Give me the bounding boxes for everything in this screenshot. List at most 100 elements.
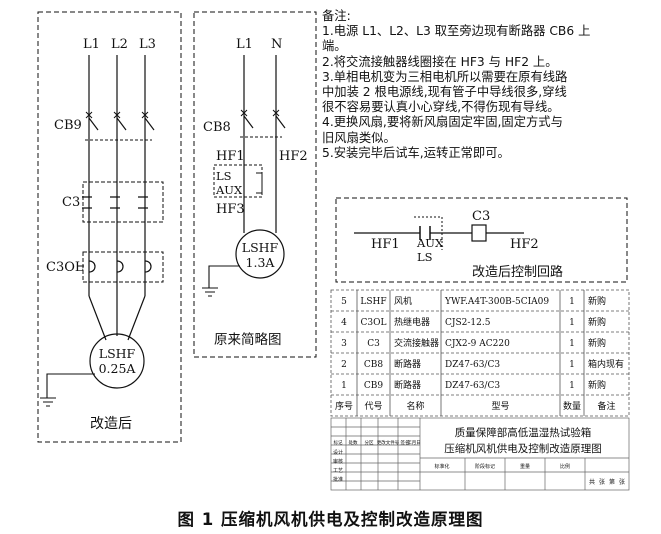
parts-table-cell: 交流接触器	[394, 337, 439, 349]
label-cb8: CB8	[203, 120, 231, 135]
coil-c3	[471, 224, 487, 242]
parts-table-header: 数量	[563, 400, 581, 412]
title-block-cell: 第	[609, 478, 615, 486]
note-line: 5.安装完毕后试车,运转正常即可。	[322, 145, 510, 160]
control-diagram-border	[335, 197, 628, 283]
parts-table-cell: 断路器	[394, 379, 421, 391]
parts-table-cell: YWF.A4T-300B-5CIA09	[444, 297, 549, 307]
note-line: 4.更换风扇,要将新风扇固定牢固,固定方式与	[322, 115, 563, 130]
parts-table-cell: 新购	[588, 337, 606, 349]
parts-table-cell: 3	[341, 339, 347, 349]
parts-table-cell: CJX2-9 AC220	[445, 339, 510, 349]
control-diagram-text: HF1 AUX LS C3 HF2 改造后控制回路	[371, 209, 563, 280]
label-cb9: CB9	[54, 118, 82, 133]
figure-caption: 图 1 压缩机风机供电及控制改造原理图	[177, 510, 484, 529]
title-block-cell: 阶段标记	[475, 463, 495, 470]
note-line: 很不容易要认真小心穿线,不得伤现有导线。	[322, 100, 560, 115]
title-block-header: 标记	[334, 439, 343, 446]
parts-table-cell: 1	[569, 297, 575, 307]
middle-panel-text: L1 N CB8 HF1 HF2 LS AUX HF3 LSHF 1.3A 原来…	[203, 37, 308, 348]
contactor-c3-box	[82, 181, 164, 223]
label-n: N	[271, 37, 282, 52]
parts-table-header: 序号	[335, 400, 353, 412]
label-hf1: HF1	[216, 149, 245, 164]
title-block-header: 处数	[349, 439, 358, 446]
label-l3: L3	[139, 37, 156, 52]
motor-symbol-middle	[235, 229, 285, 279]
ground-icon-middle	[202, 265, 240, 297]
overload-relay-box	[82, 251, 164, 283]
motor-rating-left: 0.25A	[99, 361, 137, 376]
parts-table-cell: C3	[367, 339, 380, 349]
parts-table-cell: 风机	[394, 295, 412, 307]
parts-table-cell: 1	[341, 381, 347, 391]
label-ls: LS	[216, 169, 232, 183]
ctrl-hf1: HF1	[371, 237, 400, 252]
motor-name-left: LSHF	[99, 346, 136, 361]
label-l1-mid: L1	[236, 37, 253, 52]
note-line: 2.将交流接触器线圈接在 HF3 与 HF2 上。	[322, 54, 558, 69]
title-block-row-label: 审核	[333, 458, 343, 465]
ctrl-ls: LS	[417, 250, 433, 264]
ctrl-aux: AUX	[416, 236, 444, 250]
middle-panel-footer: 原来简略图	[214, 331, 282, 348]
parts-table-cell: 4	[341, 318, 347, 328]
parts-table-cell: 1	[569, 318, 575, 328]
notes-title: 备注:	[322, 9, 351, 23]
motor-symbol-left	[89, 333, 145, 389]
parts-table: 5 LSHF 风机 YWF.A4T-300B-5CIA09 1 新购 4 C3OL 热继电器 CJ…	[330, 289, 630, 417]
title-block-cell: 比例	[560, 463, 570, 470]
parts-table-cell: 新购	[588, 316, 606, 328]
label-hf2: HF2	[279, 149, 308, 164]
title-block-cell: 标准化	[434, 463, 449, 470]
parts-table-cell: 新购	[588, 295, 606, 307]
parts-table-cell: 新购	[588, 379, 606, 391]
control-diagram	[335, 197, 628, 283]
parts-table-cell: CB8	[364, 360, 384, 370]
note-line: 中加装 2 根电源线,现有管子中导线很多,穿线	[322, 85, 567, 100]
parts-table-cell: LSHF	[360, 297, 386, 307]
parts-table-cell: DZ47-63/C3	[445, 360, 500, 370]
parts-table-cell: 5	[341, 297, 347, 307]
title-block-row-label: 工艺	[333, 468, 343, 474]
parts-table-cell: CJS2-12.5	[445, 318, 491, 328]
label-c3: C3	[62, 195, 80, 210]
parts-table-cell: 2	[341, 360, 347, 370]
parts-table-header: 型号	[491, 401, 509, 412]
title-block-row-label: 设计	[333, 449, 343, 456]
label-c3ol: C3OL	[46, 260, 84, 275]
title-block-cell: 重量	[520, 463, 530, 470]
parts-table-cell: 热继电器	[394, 316, 430, 328]
parts-table-cell: CB9	[364, 381, 384, 391]
title-block-line2: 压缩机风机供电及控制改造原理图	[444, 442, 602, 455]
ctrl-c3: C3	[472, 209, 490, 224]
label-hf3: HF3	[216, 202, 245, 217]
parts-table-cell: 断路器	[394, 358, 421, 370]
left-panel-footer: 改造后	[90, 416, 132, 432]
ctrl-hf2: HF2	[510, 237, 539, 252]
parts-table-header: 代号	[364, 401, 382, 412]
left-panel-border	[37, 11, 182, 443]
parts-table-cell: DZ47-63/C3	[445, 381, 500, 391]
title-block-header: 签名	[401, 439, 410, 446]
note-line: 端。	[322, 39, 347, 54]
parts-table-header: 备注	[597, 400, 615, 412]
middle-panel-border	[193, 11, 317, 358]
parts-table-cell: 箱内现有	[588, 358, 624, 370]
title-block-header: 分区	[365, 439, 374, 446]
label-l1: L1	[83, 37, 100, 52]
notes-section: 备注: 1.电源 L1、L2、L3 取至旁边现有断路器 CB6 上 端。 2.将…	[322, 9, 655, 161]
title-block-line1: 质量保障部高低温湿热试验箱	[455, 426, 592, 439]
title-block-cell: 张	[599, 478, 605, 486]
parts-table-cell: C3OL	[361, 318, 387, 328]
title-block-header: 更改文件号	[377, 439, 400, 446]
parts-table-cell: 1	[569, 360, 575, 370]
label-l2: L2	[111, 37, 128, 52]
control-caption: 改造后控制回路	[472, 264, 563, 280]
ground-icon	[40, 373, 95, 407]
motor-name-middle: LSHF	[242, 240, 279, 255]
title-block-cell: 张	[619, 478, 625, 486]
title-block-cell: 共	[589, 478, 595, 486]
parts-table-header: 名称	[406, 400, 424, 412]
